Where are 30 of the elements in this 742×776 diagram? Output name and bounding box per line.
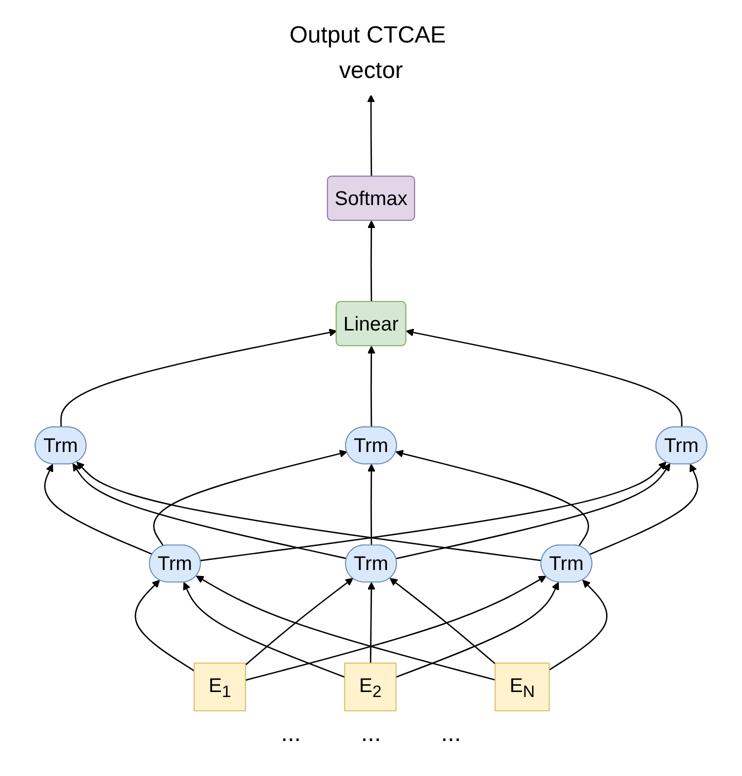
- arrow: [396, 449, 590, 546]
- node-box: E$_{2}$: [344, 662, 396, 711]
- arrow: [76, 461, 542, 561]
- arrow: [60, 328, 338, 427]
- arrow: [589, 463, 698, 555]
- arrow: [396, 462, 670, 559]
- arrow: [396, 581, 559, 678]
- arrow: [548, 579, 608, 670]
- arrow: [153, 449, 348, 546]
- arrow: [390, 577, 496, 664]
- arrow: [367, 582, 376, 663]
- arrow: [367, 220, 376, 302]
- node-text: Output CTCAE vector: [290, 20, 446, 83]
- arrow: [72, 462, 347, 559]
- arrow: [44, 463, 153, 554]
- arrow: [245, 575, 546, 680]
- arrow: [183, 581, 345, 678]
- arrow: [406, 328, 682, 427]
- node-box: E$_{N}$: [494, 662, 550, 711]
- arrow: [367, 345, 376, 427]
- arrow: [196, 575, 496, 680]
- arrow: [367, 463, 376, 545]
- arrow: [134, 579, 195, 671]
- ellipsis-text: ...: [441, 720, 462, 748]
- arrow: [200, 461, 666, 561]
- ellipsis-text: ...: [280, 720, 301, 748]
- arrow: [367, 94, 375, 176]
- node-box: E$_{1}$: [194, 662, 246, 711]
- arrow: [245, 577, 354, 665]
- ellipsis-text: ...: [360, 720, 381, 748]
